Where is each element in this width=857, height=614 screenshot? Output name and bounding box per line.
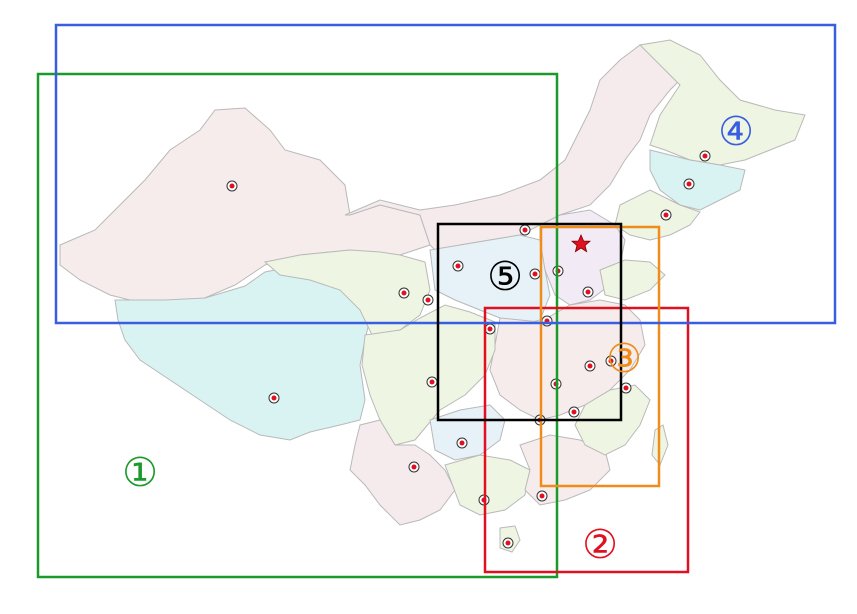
region-5-box bbox=[436, 222, 623, 422]
region-5-label: ⑤ bbox=[487, 254, 523, 300]
province-jilin bbox=[649, 149, 746, 211]
city-marker-icon bbox=[426, 376, 438, 388]
city-marker-icon bbox=[582, 286, 594, 298]
city-marker-icon bbox=[398, 287, 410, 299]
city-marker-icon bbox=[529, 268, 541, 280]
region-2-label: ② bbox=[582, 522, 618, 568]
city-marker-icon bbox=[484, 323, 496, 335]
city-marker-icon bbox=[456, 437, 468, 449]
city-marker-icon bbox=[502, 537, 514, 549]
province-qinghai bbox=[263, 249, 431, 336]
city-marker-icon bbox=[541, 315, 553, 327]
province-guangxi bbox=[444, 454, 531, 516]
province-guizhou bbox=[429, 404, 506, 461]
city-marker-icon bbox=[519, 224, 531, 236]
province-yunnan bbox=[349, 419, 456, 526]
province-heilongjiang bbox=[638, 39, 806, 166]
region-2-box bbox=[483, 306, 690, 574]
city-marker-icon bbox=[620, 382, 632, 394]
capital-star-icon bbox=[570, 233, 592, 253]
region-3-box bbox=[539, 225, 661, 488]
province-sichuan bbox=[361, 304, 496, 446]
city-marker-icon bbox=[226, 180, 238, 192]
region-1-box bbox=[36, 72, 559, 579]
city-marker-icon bbox=[584, 360, 596, 372]
region-4-box bbox=[54, 23, 837, 325]
region-labels: ① ② ③ ④ ⑤ bbox=[122, 109, 754, 568]
city-marker-icon bbox=[660, 209, 672, 221]
province-shandong bbox=[599, 259, 666, 301]
map-land bbox=[59, 39, 806, 553]
region-3-label: ③ bbox=[606, 336, 642, 382]
city-marker-icon bbox=[422, 294, 434, 306]
city-marker-icon bbox=[568, 406, 580, 418]
region-boxes bbox=[36, 23, 837, 579]
city-marker-icon bbox=[605, 355, 617, 367]
region-4-label: ④ bbox=[718, 109, 754, 155]
province-guangdong bbox=[519, 434, 611, 506]
city-marker-icon bbox=[268, 392, 280, 404]
city-marker-icon bbox=[699, 150, 711, 162]
region-1-label: ① bbox=[122, 450, 158, 496]
city-marker-icon bbox=[683, 178, 695, 190]
city-marker-icon bbox=[452, 260, 464, 272]
city-marker-icon bbox=[408, 461, 420, 473]
province-tibet bbox=[114, 264, 373, 441]
city-marker-icon bbox=[536, 490, 548, 502]
